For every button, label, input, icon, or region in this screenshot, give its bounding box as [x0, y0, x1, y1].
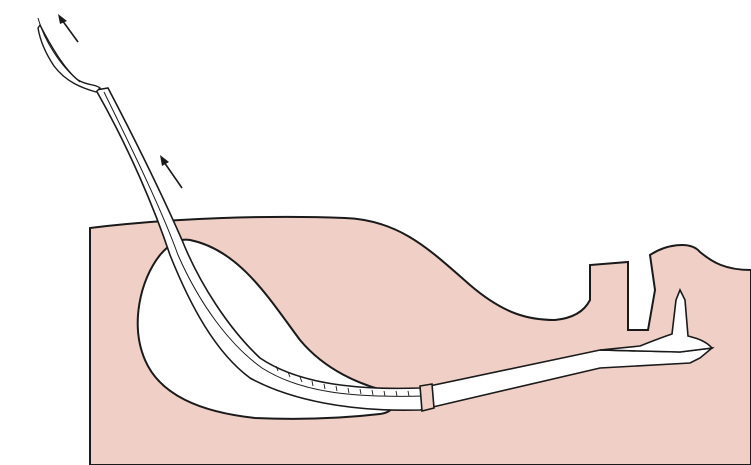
pulled-strand: [38, 25, 100, 92]
direction-arrow-lower: [160, 155, 182, 188]
direction-arrow-upper: [58, 14, 78, 42]
tube-collar: [420, 384, 434, 411]
